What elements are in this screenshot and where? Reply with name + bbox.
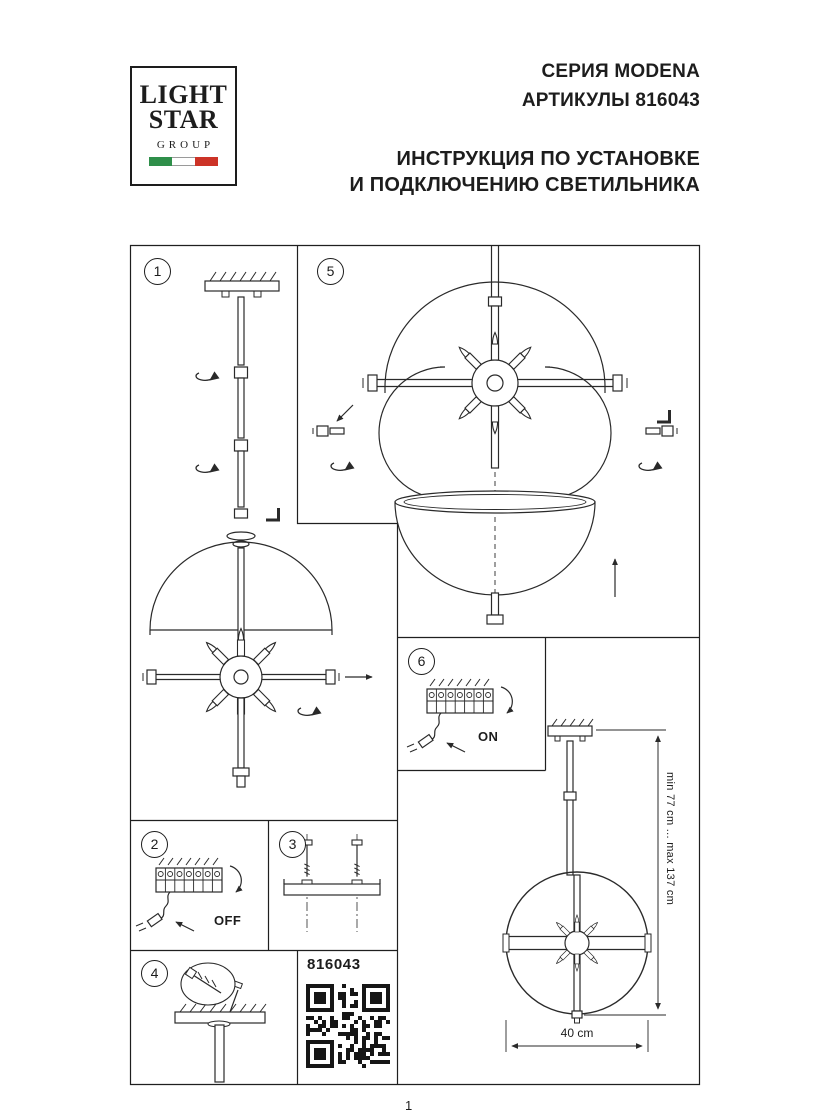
instruction-line-2: И ПОДКЛЮЧЕНИЮ СВЕТИЛЬНИКА bbox=[349, 174, 700, 196]
instruction-line-1: ИНСТРУКЦИЯ ПО УСТАНОВКЕ bbox=[396, 148, 700, 170]
qr-modules bbox=[306, 984, 390, 1068]
candle-bulb-icon bbox=[554, 920, 571, 937]
step-number-3: 3 bbox=[279, 831, 306, 858]
rotation-arrow-icon bbox=[195, 371, 220, 381]
instruction-title: ИНСТРУКЦИЯ ПО УСТАНОВКЕ И ПОДКЛЮЧЕНИЮ СВ… bbox=[349, 146, 700, 198]
terminal-block-icon bbox=[155, 857, 223, 893]
off-label: OFF bbox=[214, 913, 242, 928]
flag-red-stripe bbox=[195, 157, 218, 166]
step-number-1: 1 bbox=[144, 258, 171, 285]
step-number-5: 5 bbox=[317, 258, 344, 285]
direction-arrow-icon bbox=[336, 404, 354, 422]
rotation-arrow-icon bbox=[330, 461, 355, 471]
step5-sphere-assembly-diagram bbox=[312, 245, 678, 625]
direction-arrow-icon bbox=[175, 921, 195, 932]
curved-arrow-icon bbox=[229, 865, 243, 893]
candle-bulb-icon bbox=[252, 639, 279, 666]
italian-flag-icon bbox=[132, 157, 235, 166]
candle-bulb-icon bbox=[508, 344, 534, 370]
step-number-2: 2 bbox=[141, 831, 168, 858]
candle-bulb-icon bbox=[456, 344, 482, 370]
candle-bulb-icon bbox=[203, 688, 230, 715]
article-numbers: АРТИКУЛЫ 816043 bbox=[521, 90, 700, 111]
page-number: 1 bbox=[405, 1098, 413, 1113]
lightstar-logo: LIGHT STAR GROUP bbox=[130, 66, 237, 186]
candle-bulb-icon bbox=[508, 396, 534, 422]
screw-icon bbox=[351, 839, 363, 877]
candle-bulb-icon bbox=[203, 639, 230, 666]
candle-bulb-icon bbox=[583, 949, 600, 966]
rotation-arrow-icon bbox=[297, 706, 322, 716]
height-dimension-label: min 77 cm ... max 137 cm bbox=[664, 772, 676, 906]
series-title: СЕРИЯ MODENA bbox=[541, 61, 700, 82]
hex-key-icon bbox=[655, 408, 673, 424]
logo-word-light: LIGHT bbox=[139, 80, 228, 109]
rotation-arrow-icon bbox=[638, 461, 663, 471]
step-number-4: 4 bbox=[141, 960, 168, 987]
rotation-arrow-icon bbox=[195, 463, 220, 473]
step-number-6: 6 bbox=[408, 648, 435, 675]
logo-word-group: GROUP bbox=[156, 139, 215, 151]
on-label: ON bbox=[478, 729, 499, 744]
dimension-lines bbox=[505, 729, 666, 1052]
candle-bulb-icon bbox=[583, 920, 600, 937]
logo-word-star: STAR bbox=[148, 105, 219, 134]
document-header: СЕРИЯ MODENA АРТИКУЛЫ 816043 ИНСТРУКЦИЯ … bbox=[349, 57, 700, 198]
article-code: 816043 bbox=[307, 956, 361, 973]
diameter-dimension-label: 40 cm bbox=[560, 1026, 594, 1040]
hex-key-icon bbox=[264, 506, 282, 522]
candle-bulb-icon bbox=[252, 688, 279, 715]
qr-code bbox=[306, 984, 390, 1068]
candle-bulb-icon bbox=[554, 949, 571, 966]
flag-green-stripe bbox=[149, 157, 172, 166]
flag-white-stripe bbox=[172, 157, 195, 166]
candle-bulb-icon bbox=[456, 396, 482, 422]
